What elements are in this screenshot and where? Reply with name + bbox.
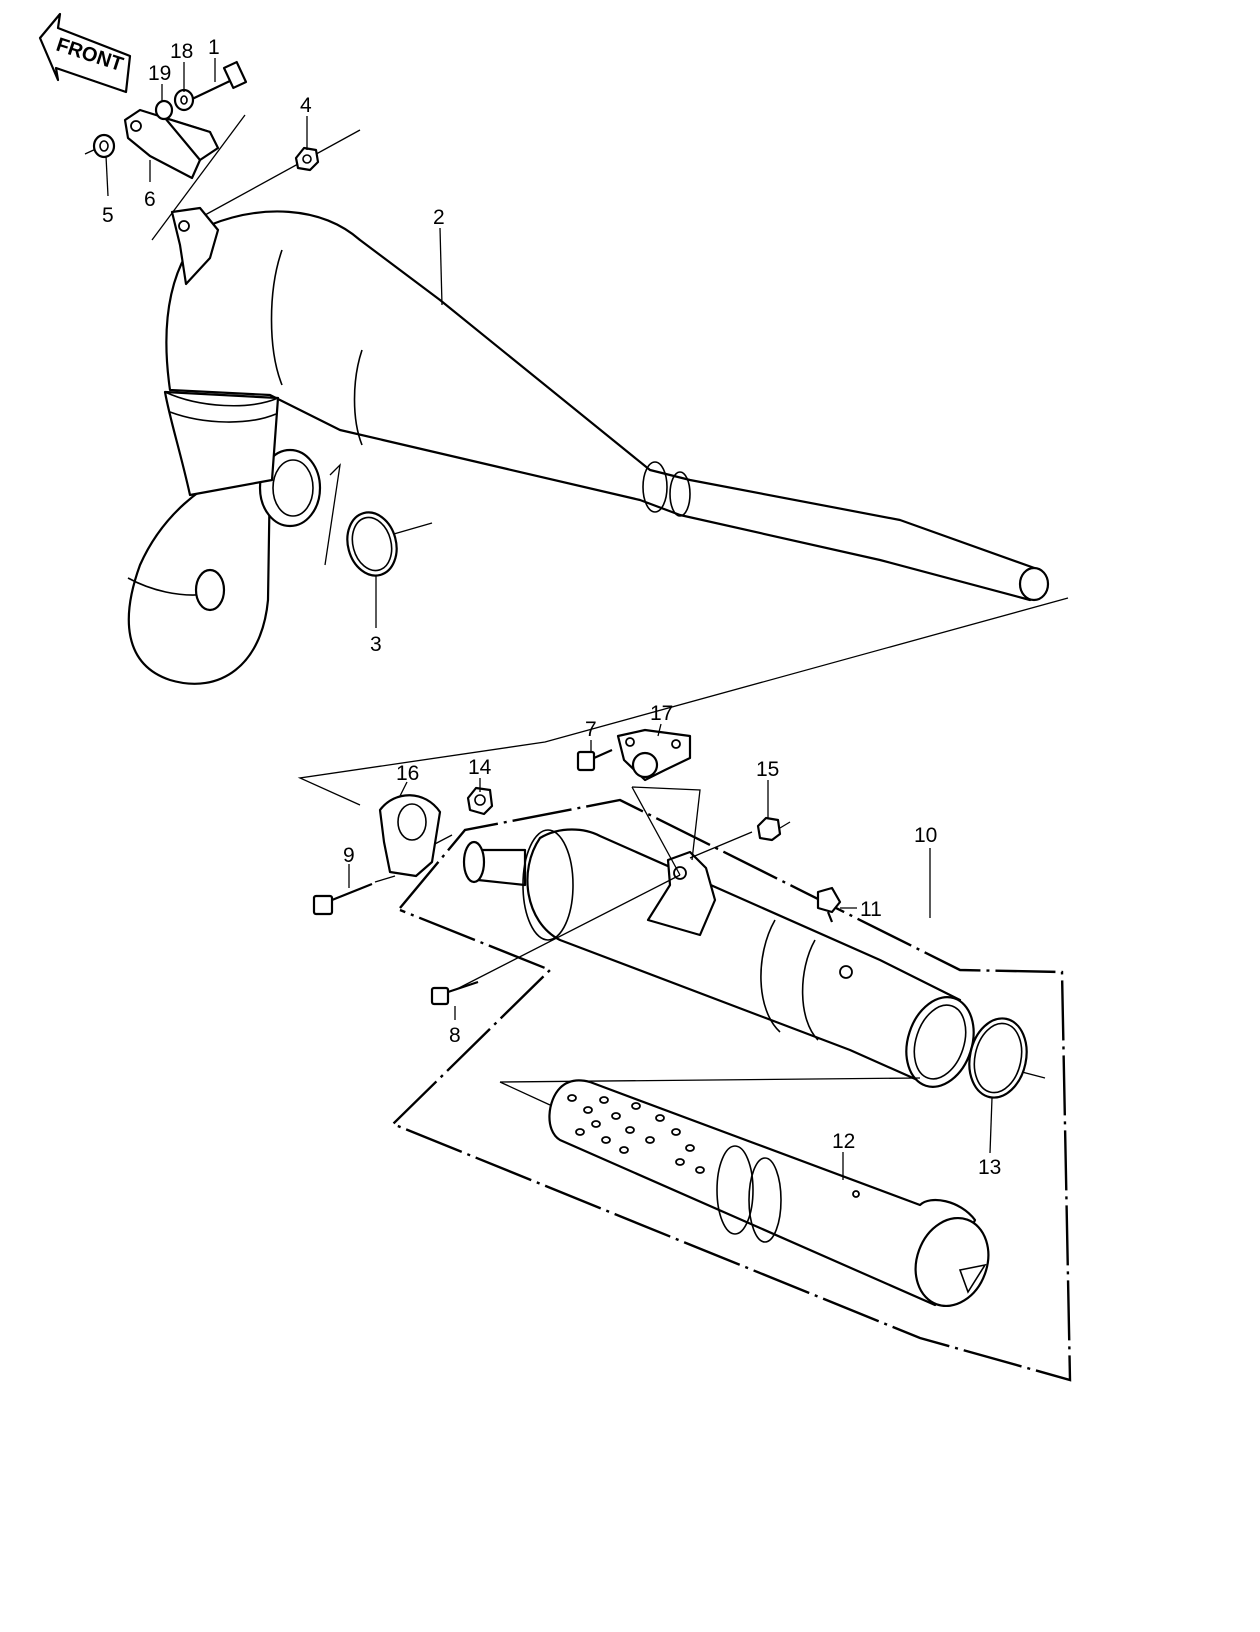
- gasket-3: [346, 511, 398, 577]
- callout-10: 10: [914, 824, 937, 847]
- gasket-13: [968, 1017, 1028, 1099]
- front-arrow: FRONT: [38, 12, 132, 94]
- washer-18: [173, 88, 195, 112]
- callout-5: 5: [102, 204, 114, 227]
- callout-3: 3: [370, 633, 382, 656]
- guide-lines-upper: [151, 114, 1069, 806]
- washer-19: [154, 99, 174, 121]
- bolt-8: [430, 980, 479, 1006]
- spark-arrester-12: [548, 1079, 990, 1308]
- callout-1: 1: [208, 36, 220, 59]
- callout-19: 19: [148, 62, 171, 85]
- bolt-1: [189, 60, 248, 101]
- nut-5: [84, 133, 116, 159]
- callout-9: 9: [343, 844, 355, 867]
- screw-11: [816, 886, 842, 923]
- callout-8: 8: [449, 1024, 461, 1047]
- callout-12: 12: [832, 1130, 855, 1153]
- bracket-assembly: [123, 108, 220, 180]
- callout-labels: 1 2 3 4 5 6 7 8 9 10 11 12 13 14 15 16 1…: [102, 36, 1001, 1179]
- clamp-16: [378, 794, 442, 878]
- bolt-7: [576, 748, 613, 772]
- callout-2: 2: [433, 206, 445, 229]
- bolt-9: [312, 882, 373, 916]
- callout-17: 17: [650, 702, 673, 725]
- silencer-body: [462, 828, 975, 1088]
- callout-4: 4: [300, 94, 312, 117]
- expansion-chamber: [127, 206, 1050, 685]
- callout-13: 13: [978, 1156, 1001, 1179]
- callout-16: 16: [396, 762, 419, 785]
- boundary-line: [390, 798, 1072, 1382]
- callout-14: 14: [468, 756, 492, 779]
- nut-4: [294, 146, 320, 172]
- callout-11: 11: [860, 898, 882, 921]
- callout-15: 15: [756, 758, 779, 781]
- perforation-holes: [567, 1094, 705, 1174]
- nut-14: [466, 786, 494, 816]
- callout-leaders: [105, 58, 993, 1180]
- callout-6: 6: [144, 188, 156, 211]
- nut-15: [756, 816, 791, 842]
- bracket-17: [616, 728, 692, 782]
- callout-18: 18: [170, 40, 193, 63]
- callout-7: 7: [585, 718, 597, 741]
